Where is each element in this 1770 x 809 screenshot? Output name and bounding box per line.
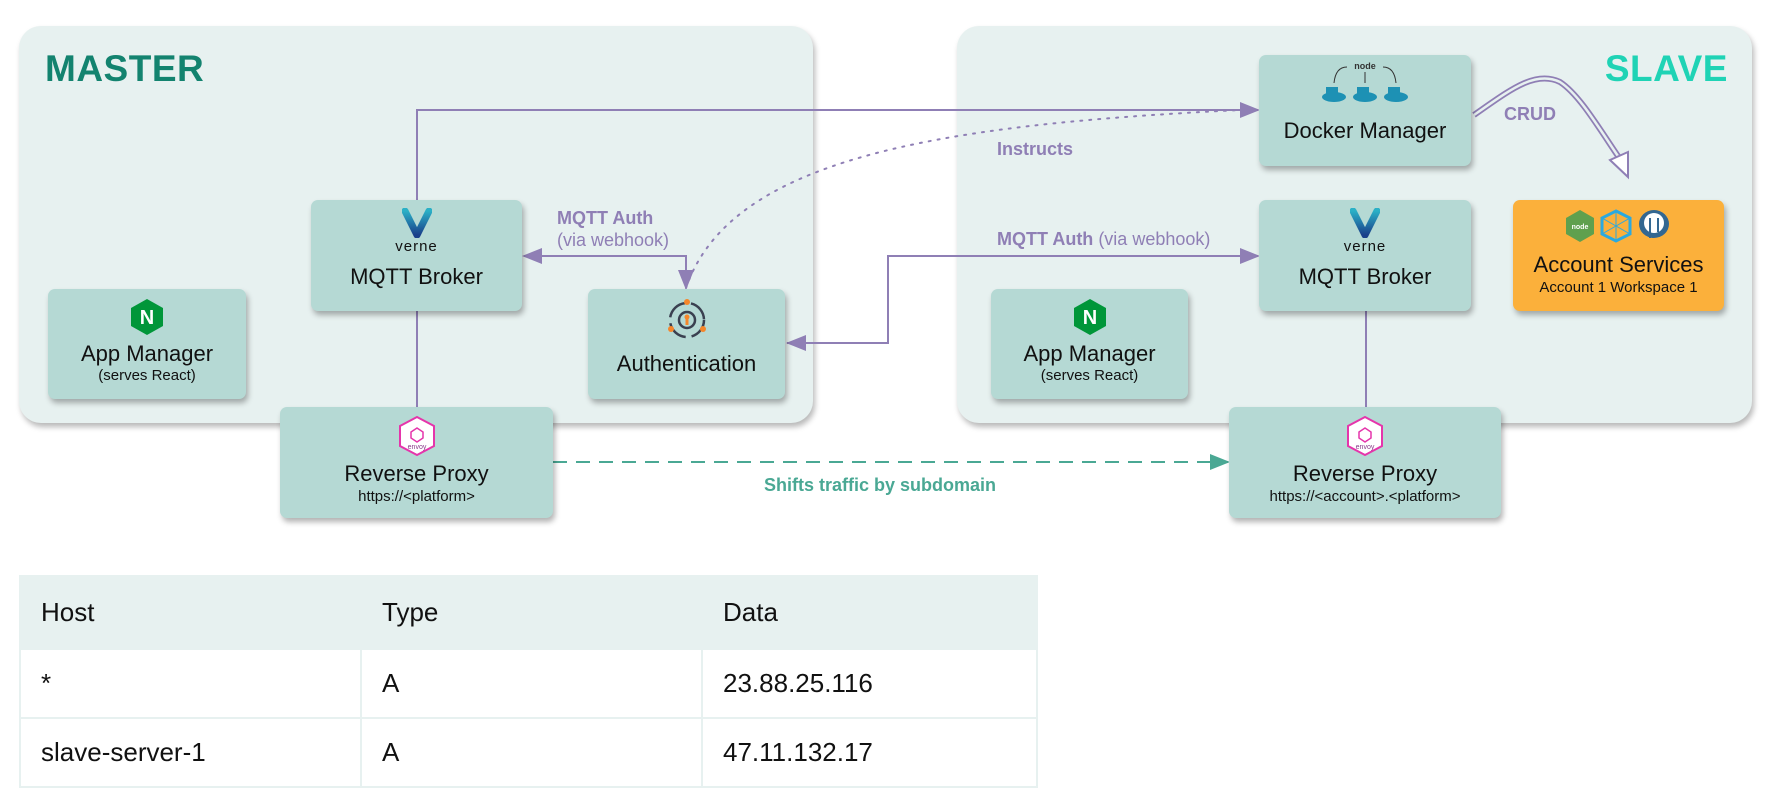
cell-host: * bbox=[19, 648, 362, 719]
master-verne-text: verne bbox=[395, 238, 438, 255]
slave-app-manager[interactable]: N App Manager (serves React) bbox=[991, 289, 1188, 399]
slave-proxy-label: Reverse Proxy bbox=[1292, 461, 1438, 486]
master-proxy-label: Reverse Proxy bbox=[344, 461, 489, 486]
table-header-row: Host Type Data bbox=[19, 575, 1038, 650]
column-header-host: Host bbox=[19, 575, 362, 650]
vernemq-logo-icon bbox=[1350, 208, 1380, 238]
master-title: MASTER bbox=[45, 48, 205, 89]
master-app-manager[interactable]: N App Manager (serves React) bbox=[48, 289, 246, 399]
cell-type: A bbox=[360, 648, 703, 719]
slave-verne-text: verne bbox=[1343, 238, 1387, 255]
svg-text:N: N bbox=[1082, 307, 1096, 329]
dns-records-table: Host Type Data * A 23.88.25.116 slave-se… bbox=[19, 575, 1038, 788]
master-authentication[interactable]: Authentication bbox=[588, 289, 785, 399]
docker-node-icon: node bbox=[1322, 61, 1408, 102]
slave-app-manager-label: App Manager bbox=[1023, 341, 1156, 366]
vernemq-logo-icon bbox=[401, 208, 432, 238]
slave-mqtt-label: MQTT Broker bbox=[1298, 264, 1432, 289]
slave-mqtt-auth-label: MQTT Auth (via webhook) bbox=[997, 229, 1210, 250]
envoy-logo-icon: envoy bbox=[398, 415, 435, 457]
account-services-label: Account Services bbox=[1533, 252, 1704, 277]
slave-account-services[interactable]: node Account Services Account 1 Workspac… bbox=[1513, 200, 1724, 311]
cell-data: 47.11.132.17 bbox=[701, 717, 1038, 788]
table-row: slave-server-1 A 47.11.132.17 bbox=[19, 717, 1038, 788]
auth-lock-icon bbox=[667, 299, 706, 339]
svg-text:node: node bbox=[1571, 224, 1588, 231]
traffic-label: Shifts traffic by subdomain bbox=[764, 475, 997, 495]
master-mqtt-broker[interactable]: verne MQTT Broker bbox=[311, 200, 522, 311]
slave-mqtt-auth-bold: MQTT Auth bbox=[997, 229, 1094, 249]
cell-data: 23.88.25.116 bbox=[701, 648, 1038, 719]
svg-text:envoy: envoy bbox=[1356, 444, 1375, 451]
column-header-data: Data bbox=[701, 575, 1038, 650]
slave-mqtt-auth-rest: (via webhook) bbox=[1093, 229, 1211, 249]
instructs-label: Instructs bbox=[997, 139, 1074, 159]
master-mqtt-label: MQTT Broker bbox=[350, 264, 483, 289]
column-header-type: Type bbox=[360, 575, 703, 650]
cell-type: A bbox=[360, 717, 703, 788]
account-stack-icons: node bbox=[1565, 209, 1669, 243]
nodejs-icon: node bbox=[1565, 210, 1594, 242]
postgresql-icon bbox=[1638, 210, 1669, 238]
svg-text:envoy: envoy bbox=[407, 444, 426, 451]
cell-host: slave-server-1 bbox=[19, 717, 362, 788]
kubernetes-like-icon bbox=[1600, 209, 1631, 243]
slave-app-manager-sub: (serves React) bbox=[1040, 367, 1139, 384]
master-reverse-proxy[interactable]: envoy Reverse Proxy https://<platform> bbox=[280, 407, 553, 518]
svg-text:N: N bbox=[140, 307, 154, 329]
master-mqtt-auth-bold: MQTT Auth bbox=[557, 208, 654, 228]
master-mqtt-auth-label: MQTT Auth (via webhook) bbox=[557, 207, 669, 251]
nginx-logo-icon: N bbox=[1073, 299, 1106, 335]
master-mqtt-auth-rest: (via webhook) bbox=[557, 230, 670, 250]
crud-label: CRUD bbox=[1504, 104, 1556, 124]
master-app-manager-sub: (serves React) bbox=[98, 367, 196, 384]
slave-mqtt-broker[interactable]: verne MQTT Broker bbox=[1259, 200, 1471, 311]
master-proxy-url: https://<platform> bbox=[358, 488, 475, 505]
slave-proxy-url: https://<account>.<platform> bbox=[1269, 488, 1461, 505]
authentication-label: Authentication bbox=[616, 351, 757, 376]
account-services-sub: Account 1 Workspace 1 bbox=[1539, 279, 1698, 296]
table-row: * A 23.88.25.116 bbox=[19, 648, 1038, 719]
svg-text:node: node bbox=[1354, 61, 1376, 71]
slave-reverse-proxy[interactable]: envoy Reverse Proxy https://<account>.<p… bbox=[1229, 407, 1501, 518]
envoy-logo-icon: envoy bbox=[1347, 415, 1383, 457]
master-app-manager-label: App Manager bbox=[80, 341, 214, 366]
slave-title: SLAVE bbox=[1604, 48, 1728, 89]
docker-manager-label: Docker Manager bbox=[1283, 118, 1447, 143]
nginx-logo-icon: N bbox=[131, 299, 163, 335]
slave-docker-manager[interactable]: node Docker Manager bbox=[1259, 55, 1471, 166]
